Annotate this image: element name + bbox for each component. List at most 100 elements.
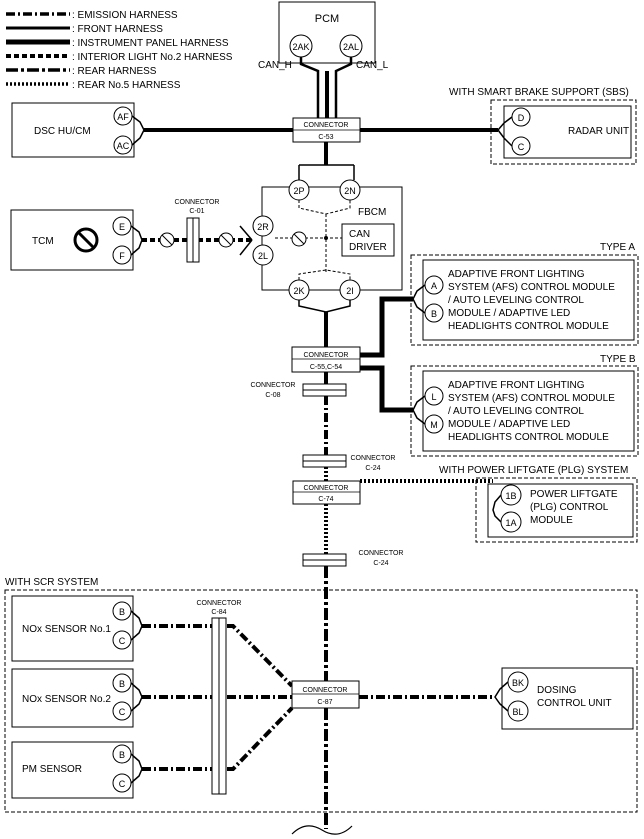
connector-c55-title: CONNECTOR [304, 352, 349, 359]
connector-c08-id: C-08 [265, 392, 280, 399]
plg-line-2: (PLG) CONTROL [530, 502, 609, 513]
connector-c01: CONNECTOR C-01 [175, 199, 220, 263]
can-driver-label-1: CAN [349, 229, 370, 240]
pm-wire [142, 706, 294, 771]
tcm-to-fbcm-wire [142, 225, 253, 256]
radar-pin-c: C [518, 142, 525, 152]
connector-c08: CONNECTOR C-08 [251, 382, 347, 399]
pcm-module: PCM 2AK 2AL CAN_H CAN_L [258, 1, 389, 71]
tcm-wire-prohibit-2 [218, 232, 234, 248]
plg-line-3: MODULE [530, 515, 573, 526]
fbcm-prohibit-icon [291, 231, 307, 247]
connector-c24-lower-title: CONNECTOR [359, 550, 404, 557]
afs-a-pin-a: A [431, 281, 437, 291]
afs-type-a-group: TYPE A A B ADAPTIVE FRONT LIGHTING SYSTE… [410, 242, 639, 346]
connector-c53: CONNECTOR C-53 [292, 117, 361, 143]
fbcm-pin-2l: 2L [258, 251, 268, 261]
legend-rear5-label: : REAR No.5 HARNESS [72, 80, 181, 91]
pm-pin-b: B [119, 750, 125, 760]
tcm-pin-e: E [119, 222, 125, 232]
radar-label: RADAR UNIT [568, 126, 629, 137]
legend-front-label: : FRONT HARNESS [72, 24, 163, 35]
connector-c84-title: CONNECTOR [197, 600, 242, 607]
connector-c74-title: CONNECTOR [304, 485, 349, 492]
connector-c24-upper-title: CONNECTOR [351, 455, 396, 462]
afs-a-line-1: ADAPTIVE FRONT LIGHTING [448, 269, 585, 280]
afs-a-line-2: SYSTEM (AFS) CONTROL MODULE [448, 282, 615, 293]
connector-c01-id: C-01 [189, 208, 204, 215]
connector-c55: CONNECTOR C-55,C-54 [291, 346, 361, 373]
tcm-module: TCM E F [10, 209, 143, 271]
dsc-pin-ac: AC [117, 141, 130, 151]
connector-c74: CONNECTOR C-74 [292, 480, 361, 505]
dosing-line-1: DOSING [537, 685, 577, 696]
tcm-pin-f: F [119, 251, 125, 261]
fbcm-pin-2i: 2I [346, 286, 354, 296]
nox1-pin-c: C [119, 636, 126, 646]
fbcm-module: 2P 2N FBCM CAN DRIVER 2R 2L 2K 2I [252, 164, 403, 313]
nox-sensor-2: NOx SENSOR No.2 B C [11, 668, 143, 728]
fbcm-pin-2n: 2N [344, 186, 356, 196]
plg-pin-1a: 1A [505, 518, 516, 528]
afs-type-b-group: TYPE B [410, 354, 639, 457]
pcm-title: PCM [315, 13, 339, 25]
tcm-prohibit-icon [73, 227, 99, 253]
connector-c84: CONNECTOR C-84 [197, 600, 242, 795]
nox1-label: NOx SENSOR No.1 [22, 624, 111, 635]
afs-b-line-3: / AUTO LEVELING CONTROL [448, 406, 584, 417]
connector-c55-id: C-55,C-54 [310, 364, 342, 371]
nox2-label: NOx SENSOR No.2 [22, 694, 111, 705]
scr-group: WITH SCR SYSTEM [4, 577, 638, 813]
legend-interior-label: : INTERIOR LIGHT No.2 HARNESS [72, 52, 233, 63]
dsc-module: DSC HU/CM AF AC [11, 102, 145, 158]
afs-b-line-5: HEADLIGHTS CONTROL MODULE [448, 432, 609, 443]
pcm-pin-2al: 2AL [343, 42, 359, 52]
fbcm-pin-2r: 2R [257, 222, 269, 232]
nox2-pin-c: C [119, 707, 126, 717]
tcm-label: TCM [32, 236, 54, 247]
connector-c24-lower: CONNECTOR C-24 [302, 550, 404, 567]
legend-instrument-label: : INSTRUMENT PANEL HARNESS [72, 38, 229, 49]
afs-a-pin-b: B [431, 309, 437, 319]
dsc-pin-af: AF [117, 112, 129, 122]
connector-c01-title: CONNECTOR [175, 199, 220, 206]
pcm-pin-2ak: 2AK [292, 42, 309, 52]
plg-group: WITH POWER LIFTGATE (PLG) SYSTEM 1B 1A P… [439, 465, 638, 543]
plg-pin-1b: 1B [505, 491, 516, 501]
plg-group-label: WITH POWER LIFTGATE (PLG) SYSTEM [439, 465, 628, 476]
afs-a-line-5: HEADLIGHTS CONTROL MODULE [448, 321, 609, 332]
nox2-pin-b: B [119, 679, 125, 689]
dosing-pin-bl: BL [512, 707, 523, 717]
legend: : EMISSION HARNESS : FRONT HARNESS : INS… [6, 10, 233, 91]
nox1-pin-b: B [119, 607, 125, 617]
fbcm-pin-2k: 2K [293, 286, 304, 296]
scr-group-label: WITH SCR SYSTEM [5, 577, 98, 588]
connector-c87: CONNECTOR C-87 [291, 680, 360, 709]
continuation-break-icon [291, 825, 353, 835]
pcm-can-l-label: CAN_L [356, 60, 389, 71]
plg-line-1: POWER LIFTGATE [530, 489, 618, 500]
tcm-wire-prohibit-1 [159, 232, 175, 248]
fbcm-label: FBCM [358, 207, 386, 218]
connector-c24-upper: CONNECTOR C-24 [302, 454, 396, 472]
afs-a-line-4: MODULE / ADAPTIVE LED [448, 308, 570, 319]
pm-sensor: PM SENSOR B C [11, 741, 143, 799]
nox-sensor-1: NOx SENSOR No.1 B C [11, 595, 143, 662]
afs-b-pin-l: L [431, 392, 436, 402]
afs-a-group-label: TYPE A [600, 242, 635, 253]
dosing-pin-bk: BK [512, 678, 524, 688]
legend-emission-label: : EMISSION HARNESS [72, 10, 178, 21]
can-driver-label-2: DRIVER [349, 242, 387, 253]
afs-b-line-2: SYSTEM (AFS) CONTROL MODULE [448, 393, 615, 404]
c55-to-afs-b-wire [360, 365, 413, 413]
dosing-line-2: CONTROL UNIT [537, 698, 612, 709]
connector-c84-id: C-84 [211, 609, 226, 616]
afs-b-pin-m: M [430, 420, 438, 430]
connector-c74-id: C-74 [318, 496, 333, 503]
nox1-wire [142, 624, 294, 688]
afs-b-line-1: ADAPTIVE FRONT LIGHTING [448, 380, 585, 391]
sbs-group: WITH SMART BRAKE SUPPORT (SBS) RADAR UNI… [449, 87, 637, 165]
connector-c87-id: C-87 [317, 699, 332, 706]
pm-label: PM SENSOR [22, 764, 82, 775]
